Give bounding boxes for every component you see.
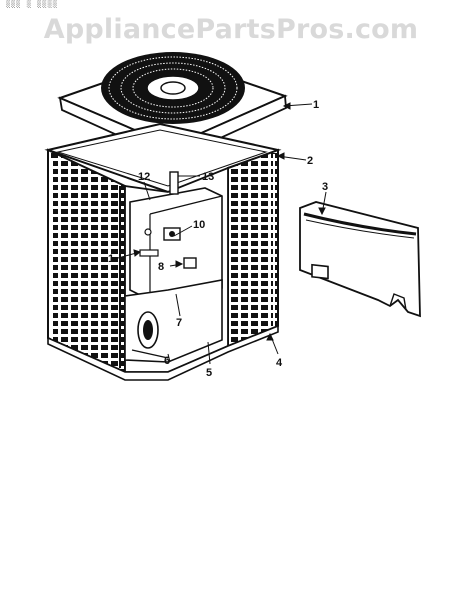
callout-2-top-rim: 2 bbox=[307, 155, 313, 167]
service-panel bbox=[299, 201, 421, 318]
callout-12-control-box: 12 bbox=[138, 171, 150, 183]
callout-13-tube: 13 bbox=[202, 171, 214, 183]
cropped-header-text: ░░░ ░ ░░░░ bbox=[6, 0, 59, 8]
control-area bbox=[124, 166, 229, 373]
callout-6-valve: 6 bbox=[164, 355, 170, 367]
callout-1-top-cover: 1 bbox=[313, 99, 319, 111]
callout-8-component: 8 bbox=[158, 261, 164, 273]
callout-10-capacitor: 10 bbox=[193, 219, 205, 231]
callout-1-contactor: 1 bbox=[108, 253, 114, 265]
leader-lines bbox=[117, 102, 327, 365]
callout-5-access-panel: 5 bbox=[206, 367, 212, 379]
callout-3-service-panel: 3 bbox=[322, 181, 328, 193]
right-coil-guard bbox=[227, 148, 279, 348]
watermark: AppliancePartsPros.com bbox=[43, 14, 419, 45]
callout-labels: 1 2 3 4 5 6 7 8 10 12 13 1 bbox=[108, 99, 328, 379]
cabinet-base bbox=[47, 324, 279, 381]
callout-7-component: 7 bbox=[176, 317, 182, 329]
callout-4-base: 4 bbox=[276, 357, 283, 369]
